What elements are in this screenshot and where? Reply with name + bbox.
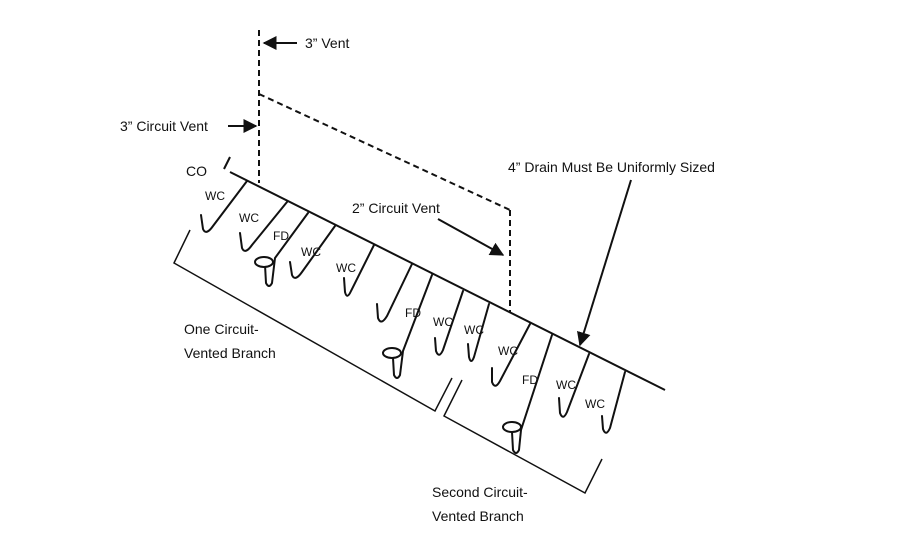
main-drain-line	[229, 171, 666, 391]
fd-arm-3	[511, 334, 553, 454]
fixture-label: WC	[336, 261, 356, 275]
fixture-label: FD	[273, 229, 289, 243]
branch-brackets	[173, 229, 603, 495]
branch2-label-line1: Second Circuit-	[432, 484, 528, 500]
branch1-label-line2: Vented Branch	[184, 345, 276, 361]
fd-strainer-1	[254, 256, 274, 268]
branch1-label-line1: One Circuit-	[184, 321, 259, 337]
fixture-label: WC	[556, 378, 576, 392]
floor-drain-strainers	[254, 256, 522, 433]
circuit-vent-3in-label: 3” Circuit Vent	[120, 118, 208, 134]
branch2-label-line2: Vented Branch	[432, 508, 524, 524]
fixture-label: FD	[522, 373, 538, 387]
fixture-label: WC	[239, 211, 259, 225]
fixture-arms	[200, 180, 626, 454]
drain-note-label: 4” Drain Must Be Uniformly Sized	[508, 159, 715, 175]
cleanout-cap	[223, 156, 231, 170]
wc-arm-8	[491, 323, 531, 387]
wc-arm-9	[558, 353, 590, 418]
cleanout-label: CO	[186, 163, 207, 179]
wc-arm-10	[601, 371, 626, 434]
wc-arm-6	[434, 290, 464, 356]
wc-arm-1	[200, 180, 248, 233]
fixture-label: WC	[498, 344, 518, 358]
vent-3in-label: 3” Vent	[305, 35, 349, 51]
fixture-label: WC	[585, 397, 605, 411]
fixture-label: FD	[405, 306, 421, 320]
wc-arm-2	[239, 201, 288, 252]
wc-arm-5	[376, 263, 413, 323]
fixture-labels: WC WC FD WC WC FD WC WC WC FD WC WC	[205, 189, 605, 411]
fd-strainer-3	[502, 421, 522, 433]
circuit-vent-2in-arrow	[437, 218, 505, 256]
fd-arm-1	[264, 212, 309, 287]
circuit-vent-2in-label: 2” Circuit Vent	[352, 200, 440, 216]
wc-arm-4	[343, 244, 375, 297]
fixture-label: WC	[433, 315, 453, 329]
vent-piping	[258, 30, 511, 312]
branch1-bracket	[173, 229, 453, 413]
fixture-label: WC	[301, 245, 321, 259]
wc-arm-7	[467, 303, 490, 362]
fixture-label: WC	[205, 189, 225, 203]
drain-note-arrow	[577, 179, 632, 347]
vent-connector	[258, 93, 511, 211]
fd-arm-2	[392, 274, 433, 379]
fd-strainer-2	[382, 347, 402, 359]
wc-arm-3	[289, 225, 336, 279]
fixture-label: WC	[464, 323, 484, 337]
branch2-bracket	[443, 379, 603, 495]
